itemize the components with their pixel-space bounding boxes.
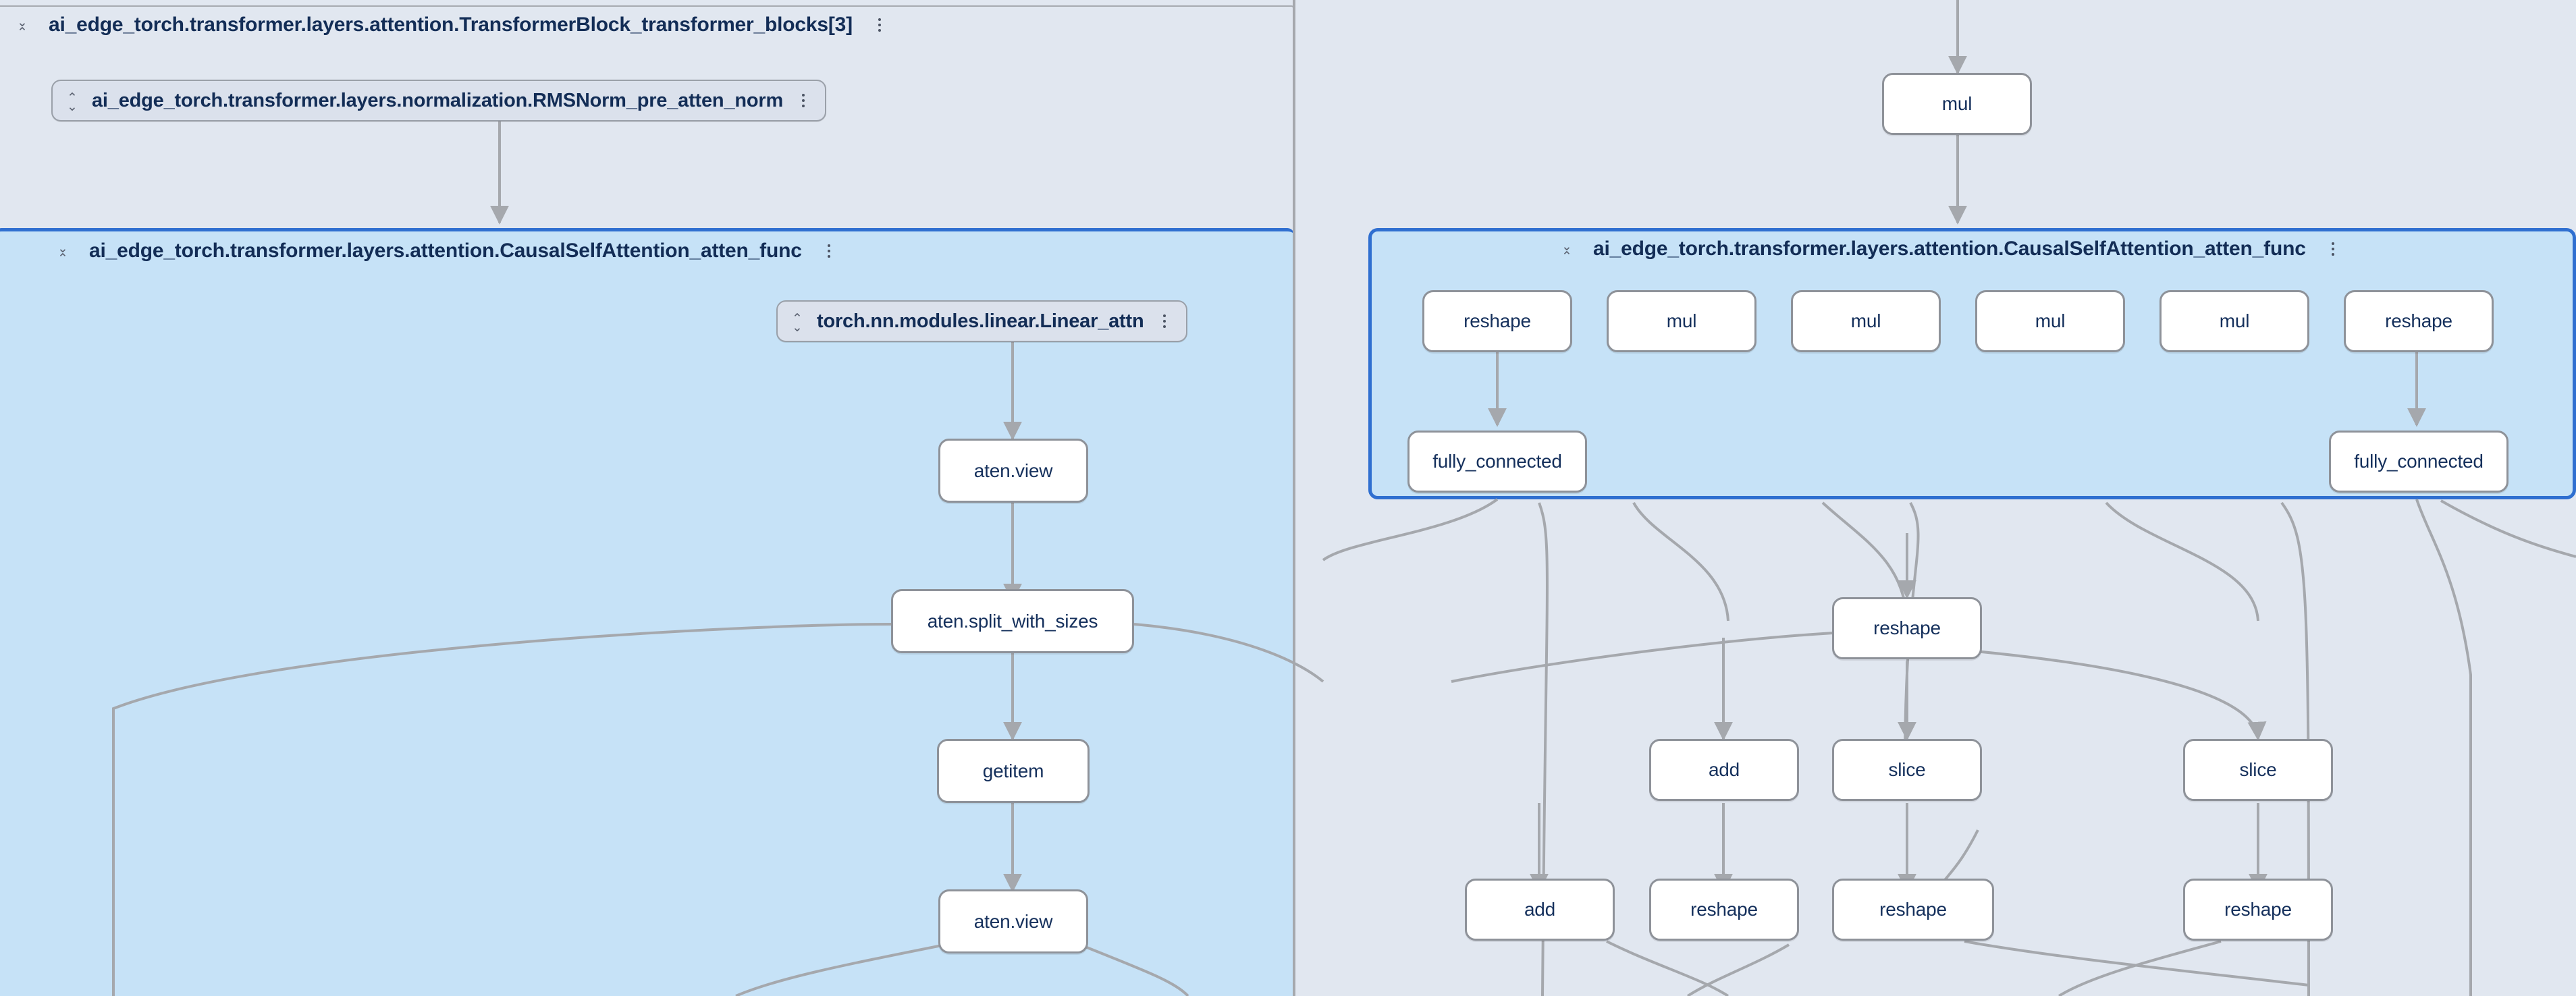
- op-node-fully-connected-2[interactable]: fully_connected: [2329, 431, 2508, 493]
- group-header-causal-self-attention-left[interactable]: ⌄⌃ ai_edge_torch.transformer.layers.atte…: [55, 240, 837, 266]
- op-node-label: reshape: [1873, 617, 1941, 638]
- op-node-mul-3[interactable]: mul: [1975, 290, 2125, 352]
- op-node-reshape-3[interactable]: reshape: [1832, 597, 1982, 659]
- page-title: ai_edge_torch.transformer.layers.attenti…: [49, 13, 853, 36]
- op-node-mul-4[interactable]: mul: [2159, 290, 2309, 352]
- op-node-label: reshape: [2385, 310, 2452, 331]
- collapse-chevrons-icon[interactable]: ⌄⌃: [17, 16, 28, 40]
- kebab-menu-icon[interactable]: [1156, 310, 1173, 332]
- layer-chip-linear-attn[interactable]: ⌃⌄ torch.nn.modules.linear.Linear_attn: [776, 300, 1187, 342]
- op-node-label: mul: [2219, 310, 2250, 331]
- kebab-menu-icon[interactable]: [821, 240, 837, 262]
- op-node-getitem[interactable]: getitem: [937, 739, 1090, 803]
- op-node-fully-connected-1[interactable]: fully_connected: [1407, 431, 1587, 493]
- op-node-label: add: [1524, 899, 1556, 920]
- op-node-reshape-4[interactable]: reshape: [1649, 879, 1799, 941]
- group-title: ai_edge_torch.transformer.layers.attenti…: [1593, 238, 2306, 260]
- op-node-label: mul: [1941, 93, 1973, 114]
- op-node-label: fully_connected: [2354, 451, 2484, 472]
- left-panel-header[interactable]: ⌄⌃ ai_edge_torch.transformer.layers.atte…: [15, 13, 888, 40]
- layer-chip-label: torch.nn.modules.linear.Linear_attn: [817, 310, 1144, 332]
- op-node-reshape-5[interactable]: reshape: [1832, 879, 1994, 941]
- group-title: ai_edge_torch.transformer.layers.attenti…: [89, 240, 802, 262]
- op-node-aten-view-2[interactable]: aten.view: [938, 889, 1088, 953]
- op-node-mul-top[interactable]: mul: [1882, 73, 2032, 135]
- op-node-label: reshape: [1879, 899, 1947, 920]
- expand-chevrons-icon[interactable]: ⌃⌄: [792, 312, 803, 335]
- op-node-aten-split-with-sizes[interactable]: aten.split_with_sizes: [891, 589, 1134, 653]
- op-node-reshape-6[interactable]: reshape: [2183, 879, 2333, 941]
- op-node-add-2[interactable]: add: [1465, 879, 1615, 941]
- op-node-label: aten.view: [973, 910, 1053, 932]
- op-node-label: add: [1708, 759, 1740, 780]
- layer-chip-rmsnorm[interactable]: ⌃⌄ ai_edge_torch.transformer.layers.norm…: [51, 80, 827, 121]
- op-node-label: slice: [2239, 759, 2277, 780]
- op-node-aten-view-1[interactable]: aten.view: [938, 439, 1088, 503]
- op-node-label: reshape: [1464, 310, 1531, 331]
- op-node-label: reshape: [1690, 899, 1758, 920]
- op-node-reshape-1[interactable]: reshape: [1422, 290, 1572, 352]
- op-node-label: fully_connected: [1432, 451, 1562, 472]
- op-node-label: slice: [1888, 759, 1926, 780]
- expand-chevrons-icon[interactable]: ⌃⌄: [67, 91, 78, 114]
- layer-chip-label: ai_edge_torch.transformer.layers.normali…: [92, 89, 784, 111]
- op-node-label: getitem: [982, 760, 1044, 781]
- group-header-causal-self-attention-right[interactable]: ⌄⌃ ai_edge_torch.transformer.layers.atte…: [1559, 238, 2341, 264]
- op-node-add-1[interactable]: add: [1649, 739, 1799, 801]
- kebab-menu-icon[interactable]: [871, 14, 888, 36]
- op-node-label: mul: [1666, 310, 1697, 331]
- kebab-menu-icon[interactable]: [795, 90, 811, 111]
- kebab-menu-icon[interactable]: [2325, 238, 2341, 260]
- op-node-label: reshape: [2224, 899, 2292, 920]
- op-node-label: mul: [2035, 310, 2066, 331]
- op-node-mul-1[interactable]: mul: [1607, 290, 1756, 352]
- op-node-label: aten.split_with_sizes: [927, 610, 1098, 632]
- op-node-mul-2[interactable]: mul: [1791, 290, 1941, 352]
- op-node-label: mul: [1850, 310, 1881, 331]
- op-node-slice-2[interactable]: slice: [2183, 739, 2333, 801]
- op-node-label: aten.view: [973, 460, 1053, 481]
- collapse-chevrons-icon[interactable]: ⌄⌃: [1561, 240, 1572, 264]
- op-node-slice-1[interactable]: slice: [1832, 739, 1982, 801]
- op-node-reshape-2[interactable]: reshape: [2344, 290, 2494, 352]
- collapse-chevrons-icon[interactable]: ⌄⌃: [57, 242, 68, 266]
